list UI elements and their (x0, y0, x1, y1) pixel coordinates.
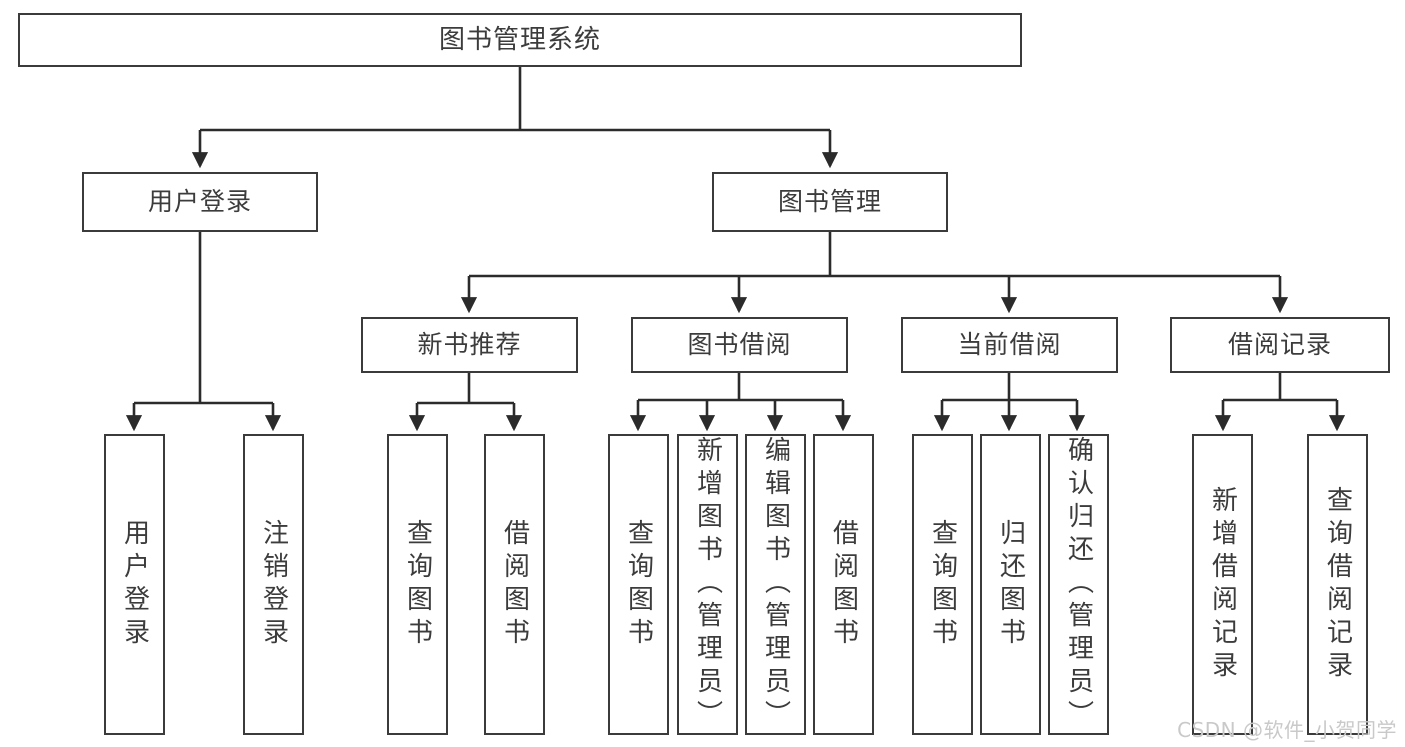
node-book-borrow[interactable]: 图书借阅 (631, 317, 848, 373)
node-label: 借阅图书 (828, 518, 859, 651)
node-label: 查询图书 (623, 518, 654, 651)
node-leaf-logout[interactable]: 注销登录 (243, 434, 304, 735)
node-leaf-borrow-book-2[interactable]: 借阅图书 (813, 434, 874, 735)
node-label: 图书管理系统 (438, 24, 601, 55)
node-leaf-query-record[interactable]: 查询借阅记录 (1307, 434, 1368, 735)
node-leaf-user-login[interactable]: 用户登录 (104, 434, 165, 735)
node-label: 注销登录 (258, 518, 289, 651)
node-leaf-borrow-book-1[interactable]: 借阅图书 (484, 434, 545, 735)
node-label: 图书管理 (777, 187, 882, 217)
node-leaf-edit-book[interactable]: 编辑图书（管理员） (745, 434, 806, 735)
node-leaf-add-record[interactable]: 新增借阅记录 (1192, 434, 1253, 735)
node-label: 编辑图书（管理员） (760, 436, 791, 733)
node-book-manage[interactable]: 图书管理 (712, 172, 948, 232)
node-leaf-confirm-return[interactable]: 确认归还（管理员） (1048, 434, 1109, 735)
node-current-borrow[interactable]: 当前借阅 (901, 317, 1118, 373)
node-label: 借阅图书 (499, 518, 530, 651)
node-new-book-recommend[interactable]: 新书推荐 (361, 317, 578, 373)
node-label: 查询借阅记录 (1322, 485, 1353, 684)
node-user-login[interactable]: 用户登录 (82, 172, 318, 232)
node-label: 新增借阅记录 (1207, 485, 1238, 684)
node-leaf-add-book[interactable]: 新增图书（管理员） (677, 434, 738, 735)
node-label: 查询图书 (402, 518, 433, 651)
node-label: 归还图书 (995, 518, 1026, 651)
node-label: 查询图书 (927, 518, 958, 651)
node-label: 借阅记录 (1227, 330, 1332, 360)
node-label: 图书借阅 (687, 330, 792, 360)
node-label: 用户登录 (147, 187, 252, 217)
node-label: 用户登录 (119, 518, 150, 651)
node-root-system[interactable]: 图书管理系统 (18, 13, 1022, 67)
node-label: 确认归还（管理员） (1063, 436, 1094, 733)
node-leaf-query-book-3[interactable]: 查询图书 (912, 434, 973, 735)
node-leaf-return-book[interactable]: 归还图书 (980, 434, 1041, 735)
watermark-text: CSDN @软件_小贺同学 (1177, 718, 1397, 742)
node-leaf-query-book-2[interactable]: 查询图书 (608, 434, 669, 735)
node-label: 新书推荐 (417, 330, 522, 360)
node-leaf-query-book-1[interactable]: 查询图书 (387, 434, 448, 735)
node-borrow-record[interactable]: 借阅记录 (1170, 317, 1390, 373)
node-label: 新增图书（管理员） (692, 436, 723, 733)
node-label: 当前借阅 (957, 330, 1062, 360)
